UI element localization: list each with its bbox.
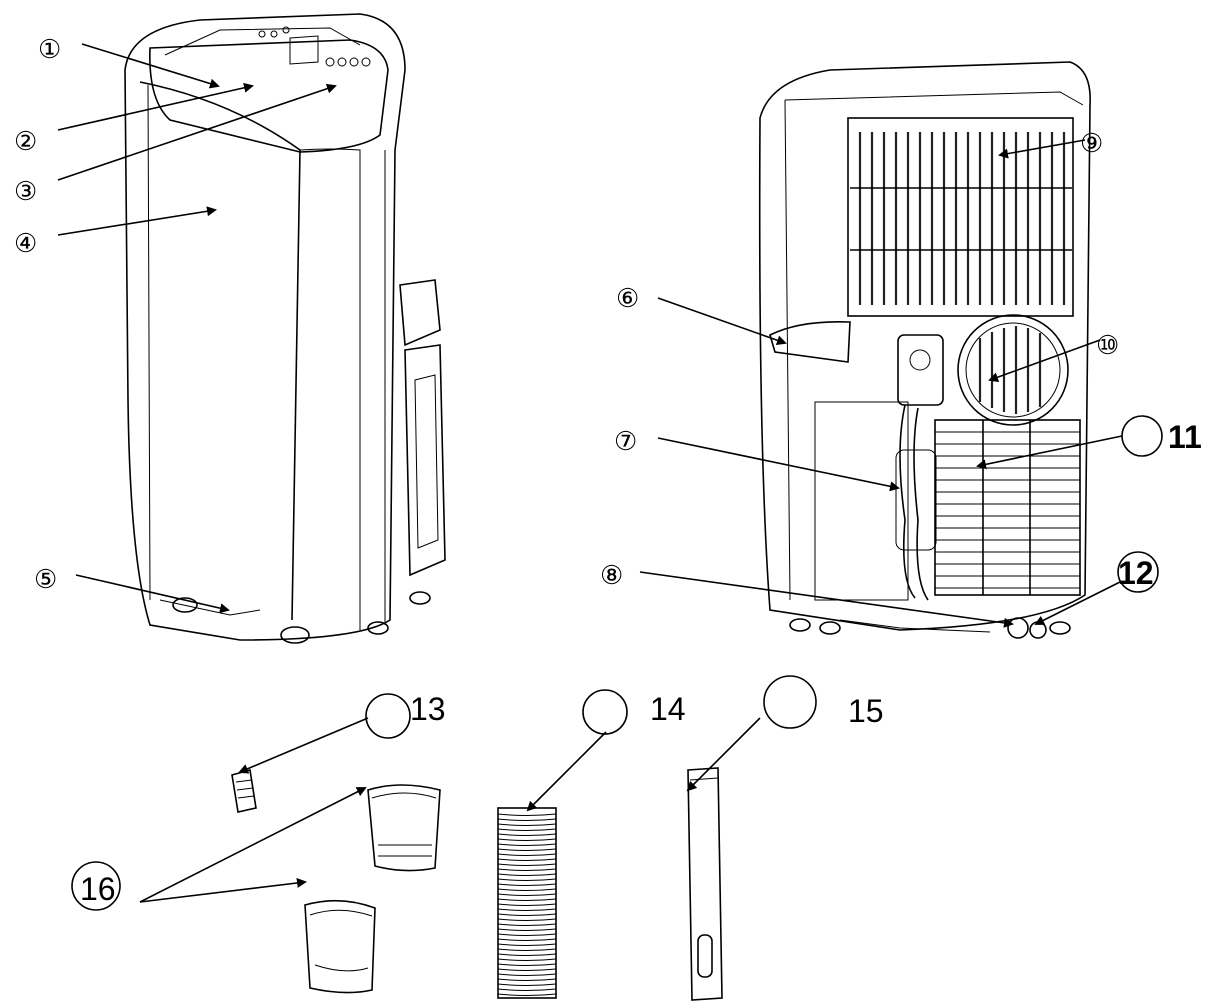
front-unit-illustration <box>124 13 446 644</box>
hose-rib <box>497 868 557 871</box>
callout-13-circle <box>365 693 411 739</box>
callout-15-circle <box>763 675 817 729</box>
hose-rib <box>497 963 557 966</box>
hose-rib <box>497 958 557 961</box>
callout-11: 11 <box>1168 419 1202 455</box>
hose-rib <box>497 833 557 836</box>
hose-rib <box>497 943 557 946</box>
hose-rib <box>497 918 557 921</box>
callout-6: ⑥ <box>616 284 639 314</box>
callout-2: ② <box>14 127 37 157</box>
callout-3: ③ <box>14 177 37 207</box>
callout-1: ① <box>38 35 61 65</box>
hose-rib <box>497 933 557 936</box>
hose-rib <box>497 828 557 831</box>
hose-rib <box>497 978 557 981</box>
hose-rib <box>497 863 557 866</box>
callout-12-circle <box>1117 551 1159 593</box>
hose-rib <box>497 923 557 926</box>
callout-12: 12 <box>1118 555 1154 591</box>
hose-rib <box>497 818 557 821</box>
callout-8: ⑧ <box>600 561 623 591</box>
hose-rib <box>497 948 557 951</box>
hose-rib <box>497 938 557 941</box>
hose-rib <box>497 988 557 991</box>
hose-rib <box>497 973 557 976</box>
hose-rib <box>497 848 557 851</box>
remote-control-illustration <box>231 768 257 813</box>
hose-rib <box>497 908 557 911</box>
exhaust-hose-illustration <box>497 807 557 999</box>
hose-rib <box>497 873 557 876</box>
hose-rib <box>497 853 557 856</box>
hose-rib <box>497 878 557 881</box>
hose-rib <box>497 813 557 816</box>
hose-rib <box>497 883 557 886</box>
hose-rib <box>497 888 557 891</box>
callout-10: ⑩ <box>1096 331 1119 361</box>
callout-9: ⑨ <box>1080 129 1103 159</box>
callout-16-circle <box>71 861 121 911</box>
hose-rib <box>497 893 557 896</box>
hose-rib <box>497 928 557 931</box>
rear-unit-illustration <box>758 61 1091 639</box>
callout-7: ⑦ <box>614 427 637 457</box>
hose-rib <box>497 968 557 971</box>
callout-13: 13 <box>410 691 446 727</box>
hose-rib <box>497 913 557 916</box>
hose-rib <box>497 903 557 906</box>
hose-rib <box>497 983 557 986</box>
callout-16: 16 <box>80 871 116 907</box>
callout-15: 15 <box>848 693 884 729</box>
callout-labels: ① ② ③ ④ ⑤ ⑥ ⑦ ⑧ ⑨ ⑩ 11 12 13 14 15 16 <box>14 35 1202 911</box>
callout-11-circle <box>1121 415 1163 457</box>
hose-rib <box>497 898 557 901</box>
callout-5: ⑤ <box>34 565 57 595</box>
hose-rib <box>497 953 557 956</box>
callout-14-circle <box>582 689 628 735</box>
hose-rib <box>497 993 557 996</box>
hose-rib <box>497 843 557 846</box>
window-slider-illustration <box>687 767 723 1001</box>
callout-4: ④ <box>14 229 37 259</box>
hose-rib <box>497 838 557 841</box>
hose-rib <box>497 858 557 861</box>
callout-14: 14 <box>650 691 686 727</box>
callout-leaders <box>57 43 1123 903</box>
hose-rib <box>497 823 557 826</box>
window-adapter-illustration <box>304 784 441 994</box>
